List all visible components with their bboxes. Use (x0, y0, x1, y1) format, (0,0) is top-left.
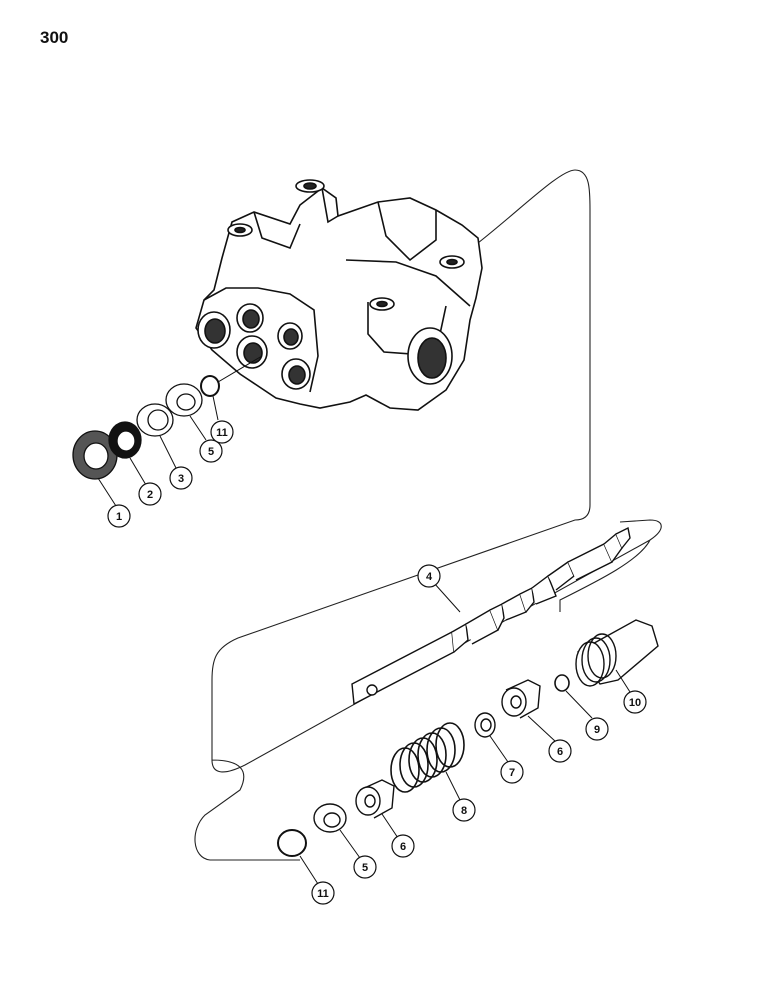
callout-1-label: 1 (116, 511, 122, 523)
callout-5-upper-label: 5 (208, 446, 214, 458)
callout-6-upper: 6 (548, 739, 572, 763)
callout-9: 9 (585, 717, 609, 741)
assembly-line-upper (217, 355, 263, 383)
callout-4-label: 4 (426, 571, 433, 583)
part-10-cap (575, 619, 659, 687)
part-1-nut (72, 430, 118, 480)
leader-lines (97, 395, 631, 885)
callout-10-label: 10 (629, 697, 641, 709)
part-6-bushing-lower (355, 779, 395, 819)
callout-4: 4 (417, 564, 441, 588)
valve-body (195, 179, 483, 411)
callout-3-label: 3 (178, 473, 184, 485)
callout-2: 2 (138, 482, 162, 506)
callout-6-upper-label: 6 (557, 746, 563, 758)
callout-11-upper: 11 (210, 420, 234, 444)
part-8-spring (390, 722, 465, 793)
callout-10: 10 (623, 690, 647, 714)
callout-7-label: 7 (509, 767, 515, 779)
callout-5-lower-label: 5 (362, 862, 368, 874)
callout-1: 1 (107, 504, 131, 528)
part-11-o-ring-lower (277, 829, 307, 857)
part-5-washer-lower (313, 803, 347, 833)
callout-3: 3 (169, 466, 193, 490)
callout-11-upper-label: 11 (216, 427, 228, 439)
part-2-lock-washer (108, 421, 142, 459)
part-6-bushing-upper (501, 679, 541, 719)
callout-9-label: 9 (594, 724, 600, 736)
callout-8: 8 (452, 798, 476, 822)
callout-6-lower: 6 (391, 834, 415, 858)
callout-8-label: 8 (461, 805, 467, 817)
callout-2-label: 2 (147, 489, 153, 501)
callout-11-lower: 11 (311, 881, 335, 905)
page-number: 300 (40, 28, 69, 47)
callout-7: 7 (500, 760, 524, 784)
part-3-collar (136, 403, 174, 437)
part-9-retainer (554, 674, 570, 692)
callout-6-lower-label: 6 (400, 841, 406, 853)
part-7-washer (474, 712, 496, 738)
part-11-o-ring-upper (200, 375, 220, 397)
part-5-washer-upper (165, 383, 203, 417)
callout-11-lower-label: 11 (317, 888, 329, 900)
part-4-spool (351, 526, 631, 706)
callout-5-upper: 5 (199, 439, 223, 463)
callout-5-lower: 5 (353, 855, 377, 879)
